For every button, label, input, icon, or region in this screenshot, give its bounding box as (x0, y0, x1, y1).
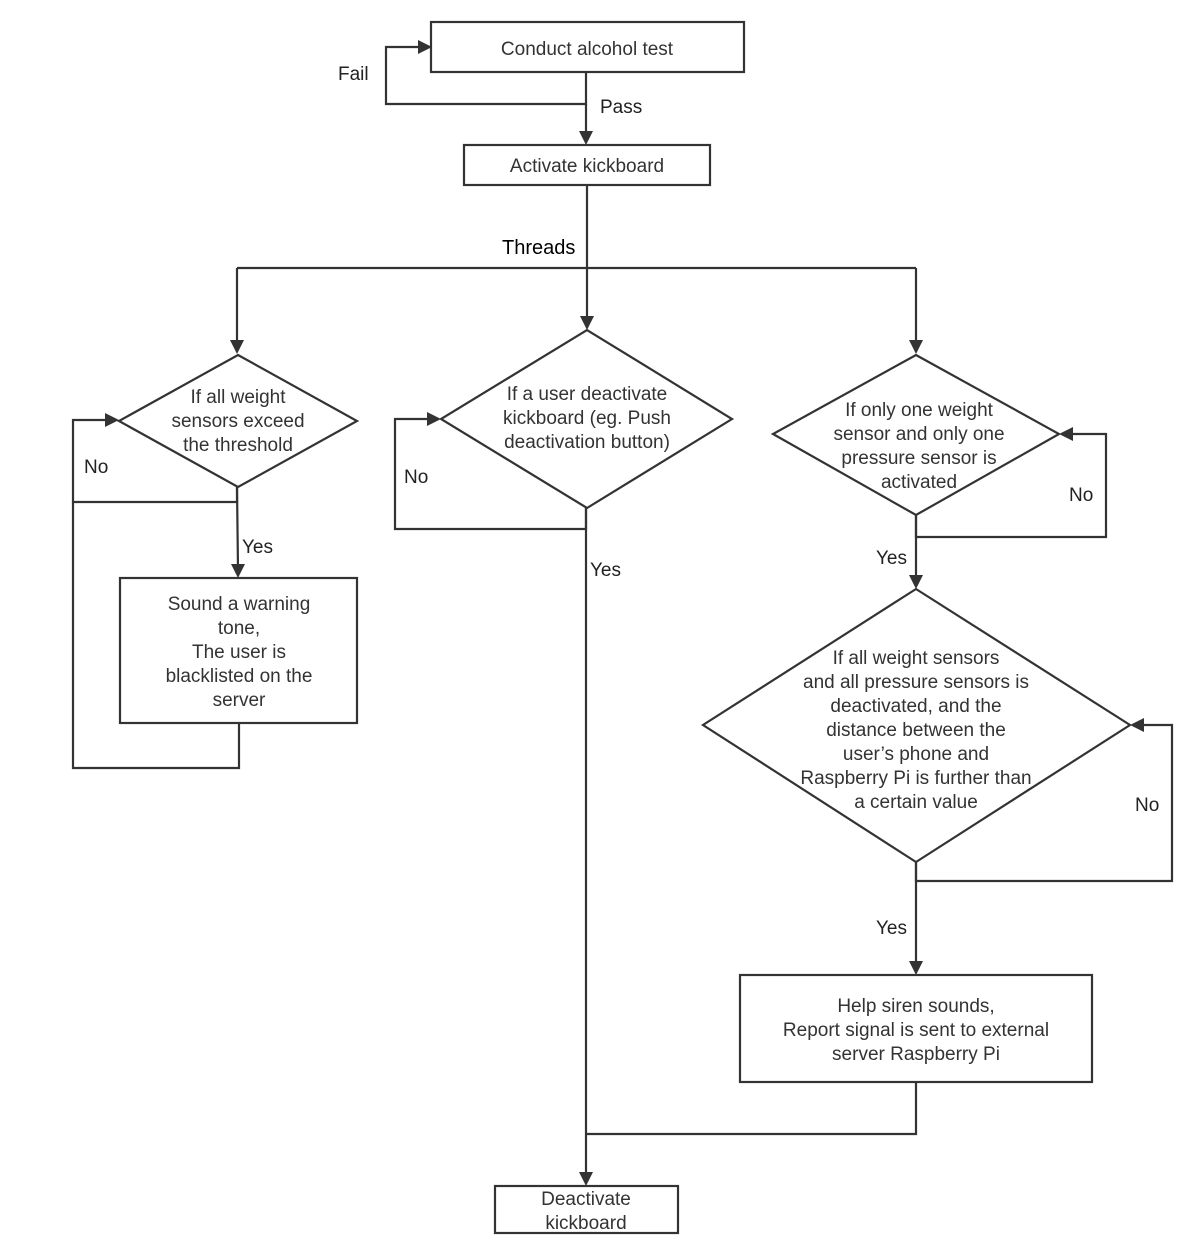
edge-label-threads: Threads (502, 237, 575, 259)
edge-label-no-middle: No (404, 467, 428, 488)
process-warning-label-line: Sound a warning (168, 594, 311, 615)
edge-label-pass: Pass (600, 97, 642, 118)
process-conduct-test-label-line: Conduct alcohol test (501, 39, 674, 60)
decision-all-deactivated-label-line: a certain value (854, 792, 978, 813)
process-siren-label-line: server Raspberry Pi (832, 1044, 1000, 1065)
edge-labels: Fail Pass Threads No Yes No Yes No Yes N… (84, 64, 1159, 939)
decision-user-deactivate-label-line: If a user deactivate (507, 384, 668, 405)
decision-all-deactivated-label: If all weight sensors and all pressure se… (800, 648, 1031, 813)
arrowhead-right-top-no-loop (1059, 427, 1073, 441)
arrowheads (105, 40, 1144, 1186)
connector-fail-loop (384, 45, 588, 106)
process-warning-label: Sound a warning tone, The user is blacklist… (166, 594, 313, 711)
edge-label-yes-middle: Yes (590, 560, 621, 581)
decision-all-deactivated-label-line: deactivated, and the (830, 696, 1001, 717)
process-siren-label: Help siren sounds, Report signal is sent … (783, 996, 1049, 1065)
decision-all-deactivated-label-line: and all pressure sensors is (803, 672, 1029, 693)
process-activate-label: Activate kickboard (510, 156, 664, 177)
terminal-deactivate-label-line: kickboard (545, 1213, 626, 1234)
arrowhead-right-bottom-yes (909, 961, 923, 975)
process-conduct-test-label: Conduct alcohol test (501, 39, 674, 60)
process-activate-label-line: Activate kickboard (510, 156, 664, 177)
decision-user-deactivate-label-line: deactivation button) (504, 432, 670, 453)
connector-warning-return (71, 502, 241, 770)
decision-weight-exceed-label: If all weight sensors exceed the threshold (171, 387, 304, 456)
connectors (71, 45, 1174, 1177)
process-warning-box (118, 576, 359, 725)
arrowhead-right-bottom-no-loop (1130, 718, 1144, 732)
node-shapes (116, 20, 1133, 1235)
process-warning-label-line: tone, (218, 618, 260, 639)
arrowhead-to-deactivate (579, 1172, 593, 1186)
connector-siren-to-deactivate (586, 1082, 918, 1136)
decision-all-deactivated-diamond (700, 587, 1133, 864)
decision-user-deactivate-diamond (438, 328, 735, 510)
arrowhead-left-yes (231, 564, 245, 578)
decision-all-deactivated-label-line: user’s phone and (843, 744, 989, 765)
decision-one-sensor-diamond (770, 353, 1062, 517)
arrowhead-pass (579, 131, 593, 145)
arrowhead-left-branch (230, 340, 244, 354)
process-warning-label-line: blacklisted on the (166, 666, 313, 687)
process-conduct-test-box (429, 20, 746, 74)
arrowhead-fail-loop (418, 40, 432, 54)
edge-label-fail: Fail (338, 64, 369, 85)
decision-weight-exceed-diamond (116, 353, 360, 489)
arrowhead-right-top-yes (909, 575, 923, 589)
decision-all-deactivated-label-line: distance between the (826, 720, 1006, 741)
process-warning-label-line: server (213, 690, 266, 711)
decision-weight-exceed-label-line: the threshold (183, 435, 293, 456)
edge-label-no-left: No (84, 457, 108, 478)
terminal-deactivate-box (493, 1184, 680, 1235)
connector-left-yes (235, 486, 240, 571)
process-siren-label-line: Report signal is sent to external (783, 1020, 1049, 1041)
edge-label-yes-left: Yes (242, 537, 273, 558)
edge-label-no-right-bottom: No (1135, 795, 1159, 816)
decision-one-sensor-label-line: activated (881, 472, 957, 493)
edge-label-yes-right-top: Yes (876, 548, 907, 569)
process-siren-label-line: Help siren sounds, (837, 996, 994, 1017)
decision-one-sensor-label-line: sensor and only one (833, 424, 1004, 445)
edge-label-no-right-top: No (1069, 485, 1093, 506)
edge-label-yes-right-bottom: Yes (876, 918, 907, 939)
decision-one-sensor-label-line: pressure sensor is (841, 448, 996, 469)
decision-user-deactivate-label-line: kickboard (eg. Push (503, 408, 671, 429)
node-labels: Conduct alcohol test Activate kickboard … (166, 39, 1049, 1234)
process-siren-box (738, 973, 1094, 1084)
arrowhead-left-no-loop (105, 413, 119, 427)
terminal-deactivate-label: Deactivate kickboard (541, 1189, 631, 1234)
process-activate-box (462, 143, 712, 187)
arrowhead-middle-no-loop (427, 412, 441, 426)
arrowhead-middle-branch (580, 316, 594, 330)
process-warning-label-line: The user is (192, 642, 286, 663)
terminal-deactivate-label-line: Deactivate (541, 1189, 631, 1210)
decision-all-deactivated-label-line: If all weight sensors (833, 648, 1000, 669)
arrowhead-right-branch (909, 340, 923, 354)
decision-weight-exceed-label-line: sensors exceed (171, 411, 304, 432)
decision-user-deactivate-label: If a user deactivate kickboard (eg. Push d… (503, 384, 671, 453)
decision-weight-exceed-label-line: If all weight (190, 387, 286, 408)
decision-one-sensor-label-line: If only one weight (845, 400, 994, 421)
decision-one-sensor-label: If only one weight sensor and only one pre… (833, 400, 1004, 493)
decision-all-deactivated-label-line: Raspberry Pi is further than (800, 768, 1031, 789)
